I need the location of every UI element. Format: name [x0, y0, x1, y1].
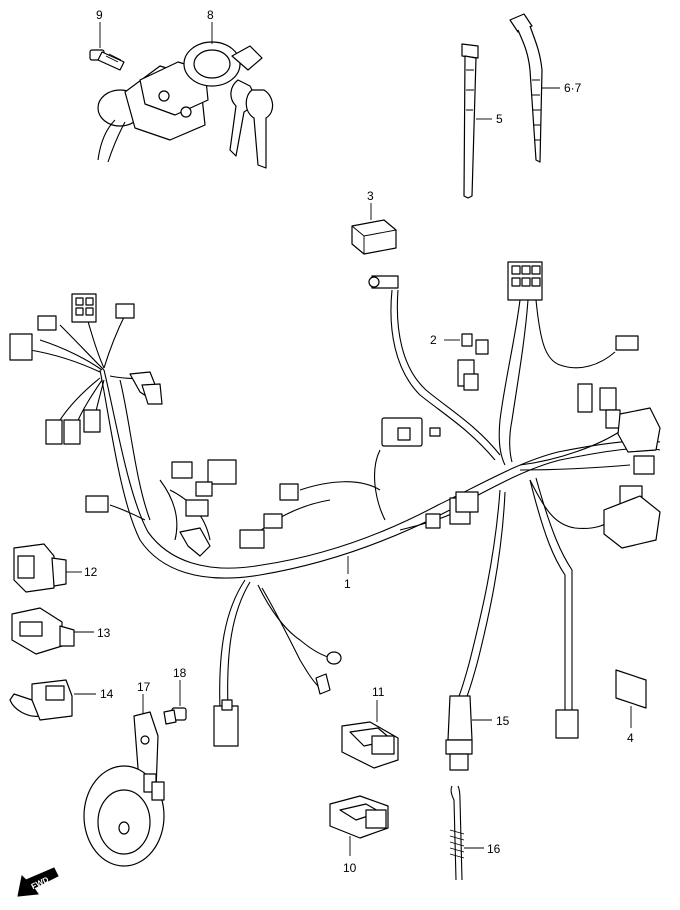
callout-11: 11 — [372, 685, 385, 699]
relay-cap-3 — [351, 219, 397, 255]
ignition-switch-8 — [97, 41, 263, 163]
callout-9: 9 — [96, 8, 103, 22]
switch-11 — [341, 721, 399, 769]
callout-67: 6·7 — [564, 81, 582, 95]
switch-12 — [13, 543, 67, 593]
callout-18: 18 — [173, 666, 187, 680]
bolt-18 — [163, 707, 187, 725]
key-right — [245, 89, 274, 169]
switch-10 — [329, 795, 389, 839]
callout-4: 4 — [627, 731, 634, 745]
switch-14 — [9, 679, 73, 721]
wiring-harness-1 — [29, 289, 661, 711]
switch-13 — [11, 607, 75, 655]
spring-clip-16 — [449, 785, 465, 881]
fuse-2 — [457, 333, 489, 391]
fwd-arrow-icon: FWD — [17, 867, 59, 897]
clamp-tie-67 — [509, 13, 543, 163]
callout-12: 12 — [84, 565, 98, 579]
callout-13: 13 — [97, 626, 111, 640]
callout-8: 8 — [207, 8, 214, 22]
bolt-9 — [89, 49, 125, 71]
key-left — [229, 79, 254, 157]
callout-16: 16 — [487, 842, 501, 856]
callout-17: 17 — [137, 680, 151, 694]
cable-tie-5 — [461, 43, 479, 199]
callout-2: 2 — [430, 333, 437, 347]
callout-5: 5 — [496, 112, 503, 126]
callout-10: 10 — [343, 861, 357, 875]
label-4 — [615, 669, 647, 709]
callout-1: 1 — [344, 577, 351, 591]
callout-3: 3 — [367, 189, 374, 203]
horn-17 — [83, 711, 165, 867]
callout-15: 15 — [496, 714, 510, 728]
callout-14: 14 — [100, 687, 114, 701]
harness-connectors — [9, 261, 661, 771]
